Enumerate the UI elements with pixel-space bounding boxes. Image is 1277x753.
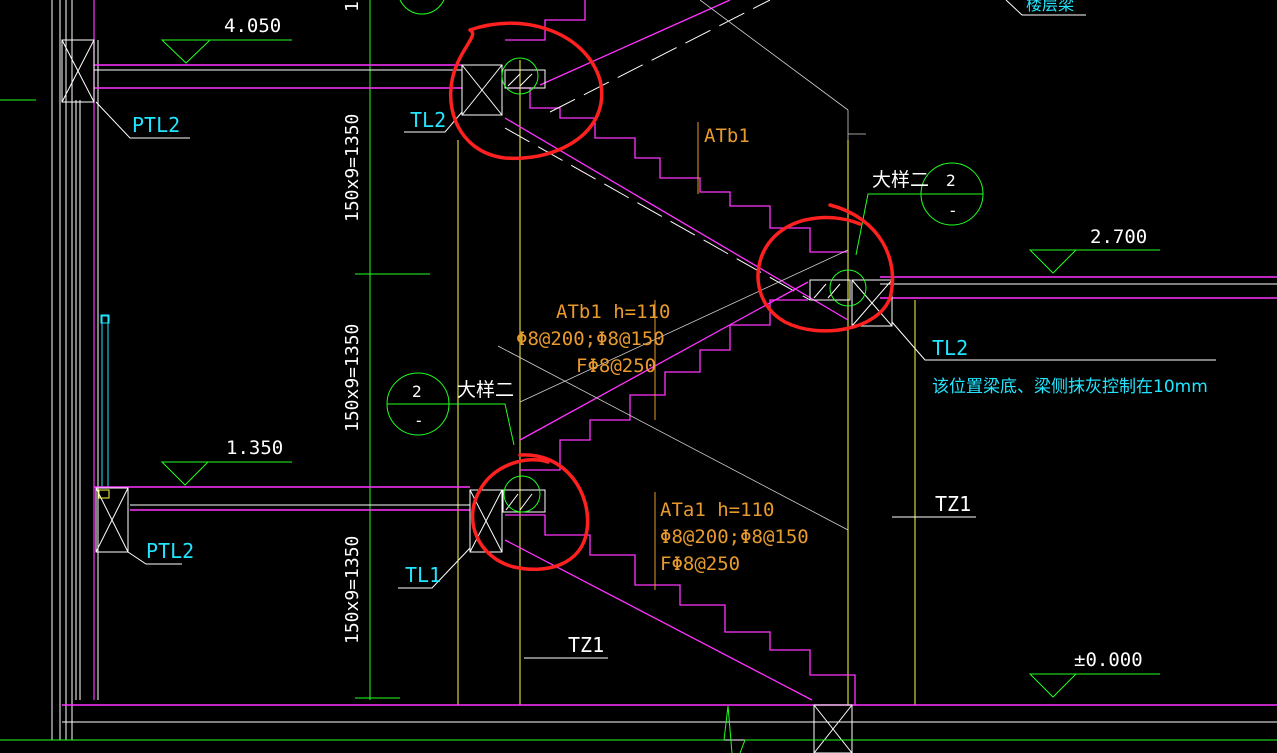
elevation-mark-4050: 4.050: [160, 15, 292, 64]
beam-section-ptl2-top: [61, 39, 95, 103]
label-tl1: TL1: [398, 547, 471, 589]
svg-text:TZ1: TZ1: [568, 633, 604, 657]
svg-text:FΦ8@250: FΦ8@250: [660, 553, 740, 575]
elevation-mark-2700: 2.700: [1028, 226, 1160, 274]
svg-text:ATb1 h=110: ATb1 h=110: [556, 301, 670, 323]
lower-flight-steps: [505, 514, 856, 705]
svg-text:2: 2: [412, 382, 422, 401]
dim-text-upper: 150x9=1350: [342, 114, 363, 222]
elevation-2700-text: 2.700: [1090, 226, 1147, 248]
beam-section-bottom: [813, 704, 853, 753]
svg-text:PTL2: PTL2: [146, 539, 194, 563]
elevation-1350-text: 1.350: [226, 437, 283, 459]
flight-label-atb1-middle: ATb1 h=110 Φ8@200;Φ8@150 FΦ8@250: [516, 300, 670, 420]
detail-callout-right: 2 - 大样二: [855, 162, 984, 256]
svg-text:-: -: [414, 411, 424, 430]
svg-text:Φ8@200;Φ8@150: Φ8@200;Φ8@150: [516, 328, 665, 350]
grid-axis-lines: [457, 60, 916, 705]
detail-callout-left: 2 - 大样二: [386, 372, 515, 446]
svg-text:TL2: TL2: [410, 108, 446, 132]
label-tl2-left: TL2: [404, 108, 463, 133]
label-ptl2-top: PTL2: [95, 101, 190, 139]
svg-text:楼层梁: 楼层梁: [1026, 0, 1074, 14]
dim-text-middle: 150x9=1350: [342, 324, 363, 432]
left-column-lines: [51, 0, 81, 740]
svg-text:大样二: 大样二: [872, 169, 929, 191]
svg-text:ATb1: ATb1: [704, 125, 750, 147]
svg-text:-: -: [948, 201, 958, 220]
upper-flight-steps: [505, 87, 848, 253]
dim-text-lower: 150x9=1350: [342, 536, 363, 644]
svg-text:TL2: TL2: [932, 336, 968, 360]
beam-section-ptl2-bottom: [95, 487, 129, 553]
elevation-mark-1350: 1.350: [160, 437, 292, 486]
markup-circle-top-left: [449, 21, 604, 161]
svg-text:大样二: 大样二: [457, 379, 514, 401]
svg-text:FΦ8@250: FΦ8@250: [576, 355, 656, 377]
elevation-0000-text: ±0.000: [1074, 649, 1143, 671]
svg-text:ATa1 h=110: ATa1 h=110: [660, 499, 774, 521]
svg-text:15: 15: [342, 0, 363, 12]
svg-text:2: 2: [946, 171, 956, 190]
svg-text:Φ8@200;Φ8@150: Φ8@200;Φ8@150: [660, 526, 809, 548]
plaster-note: 该位置梁底、梁侧抹灰控制在10mm: [932, 377, 1208, 397]
middle-flight-steps: [520, 299, 808, 471]
svg-text:PTL2: PTL2: [132, 113, 180, 137]
label-tl2-right: TL2: [891, 321, 1216, 361]
label-top-right-cut: 楼层梁: [1005, 0, 1086, 16]
landing-slabs: [62, 64, 1277, 706]
label-ptl2-bottom: PTL2: [127, 539, 194, 565]
rain-pipe: [101, 315, 109, 489]
svg-text:TZ1: TZ1: [935, 492, 971, 516]
label-tz1-bottom: TZ1: [524, 633, 608, 659]
beam-section-tl2-left: [461, 64, 503, 116]
label-tz1-right: TZ1: [892, 492, 976, 518]
vertical-dim-line: [355, 0, 430, 700]
flight-label-ata1-lower: ATa1 h=110 Φ8@200;Φ8@150 FΦ8@250: [654, 492, 809, 590]
beam-section-tl2-right: [851, 279, 893, 327]
flight-label-atb1-upper: ATb1: [697, 122, 750, 194]
markup-circle-right: [756, 203, 895, 333]
elevation-4050-text: 4.050: [224, 15, 281, 37]
elevation-mark-0000: ±0.000: [1028, 649, 1160, 698]
markup-circle-bottom-left: [470, 453, 590, 572]
svg-text:TL1: TL1: [405, 563, 441, 587]
